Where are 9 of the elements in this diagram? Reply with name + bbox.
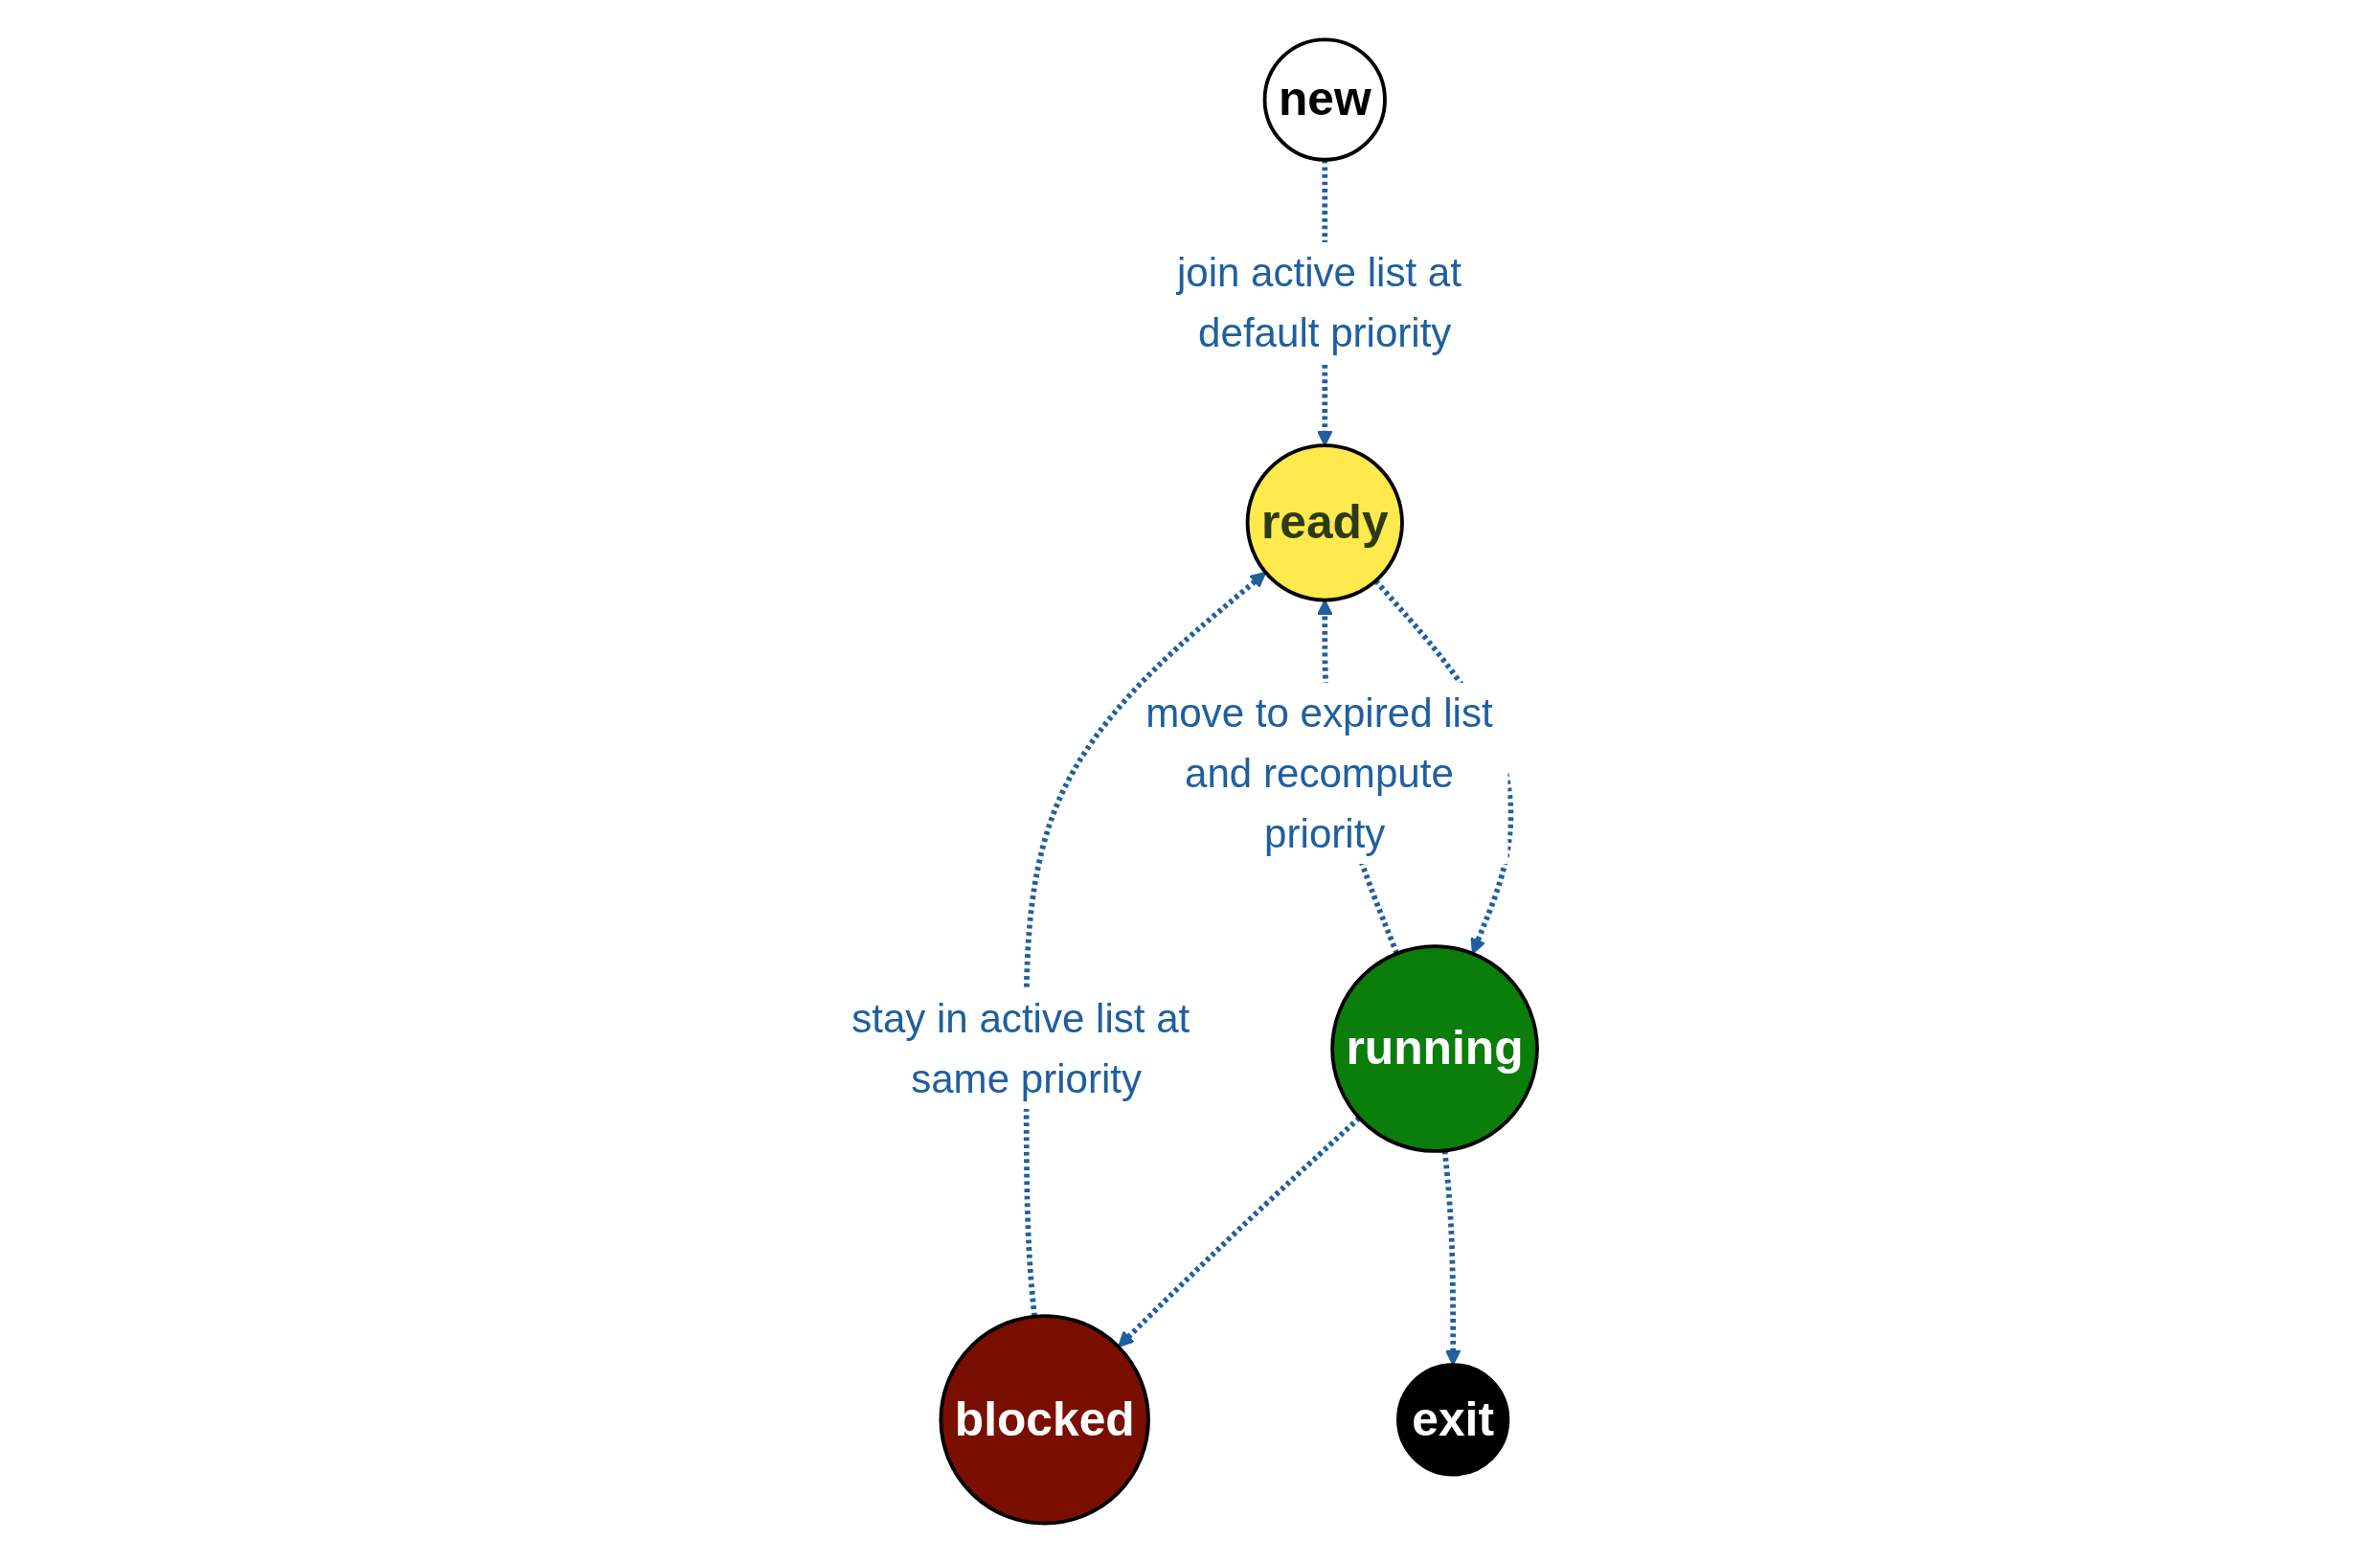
node-circle: running [1330,943,1539,1153]
node-circle: ready [1245,442,1404,601]
node-circle: new [1262,36,1387,162]
edge-label: stay in active list at same priority [851,995,1190,1101]
edge-label: move to expired list and recompute priority [1145,689,1493,856]
node-circle: exit [1395,1362,1510,1476]
arrow [1117,1115,1362,1347]
node-circle: blocked [939,1313,1150,1526]
edge-label: join active list at default priority [1176,248,1462,355]
